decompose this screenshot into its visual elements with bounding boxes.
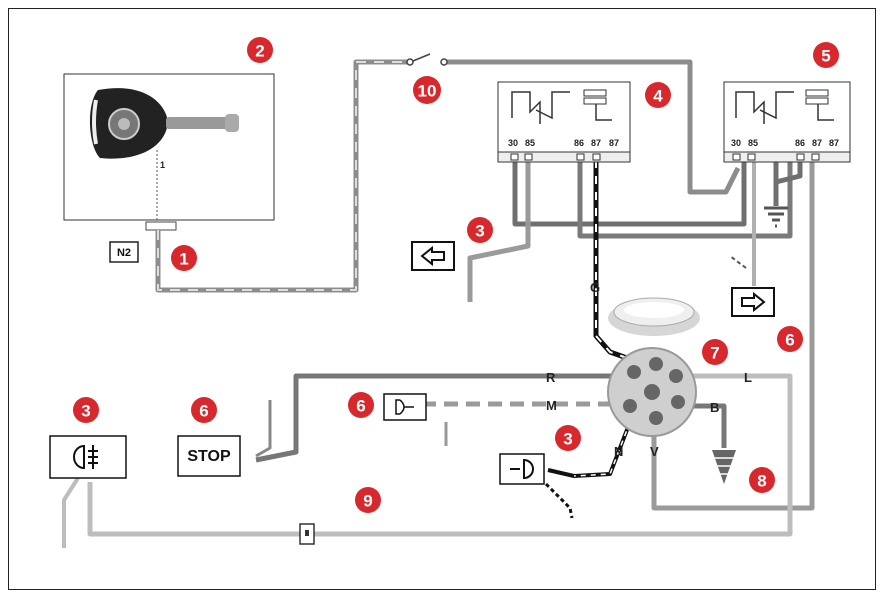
relay-5: 30 85 86 87 87 xyxy=(723,81,851,163)
stop-lamp-box: STOP xyxy=(177,435,241,477)
badge-3: 3 xyxy=(555,425,581,451)
wires xyxy=(62,59,815,548)
left-indicator-icon xyxy=(411,241,455,271)
wire-label-l: L xyxy=(744,370,752,385)
relay5-pin-86: 86 xyxy=(795,138,805,148)
svg-text:8: 8 xyxy=(757,472,766,491)
wire-label-g: G xyxy=(590,280,600,295)
svg-text:6: 6 xyxy=(356,397,365,416)
wire-label-r: R xyxy=(546,370,556,385)
relay4-pin-87b: 87 xyxy=(609,138,619,148)
ground-icon xyxy=(764,206,788,228)
badge-1: 1 xyxy=(171,245,197,271)
reverse-lamp-icon xyxy=(499,453,545,485)
svg-text:3: 3 xyxy=(563,430,572,449)
badge-3: 3 xyxy=(467,217,493,243)
badge-6: 6 xyxy=(348,392,374,418)
fuse-10 xyxy=(406,53,448,66)
ground-icon xyxy=(712,450,736,484)
badge-8: 8 xyxy=(749,467,775,493)
svg-text:4: 4 xyxy=(653,87,663,106)
socket-cap xyxy=(608,297,700,336)
svg-text:7: 7 xyxy=(710,344,719,363)
rear-lamp-icon xyxy=(383,393,427,421)
badge-3: 3 xyxy=(73,397,99,423)
badge-6: 6 xyxy=(191,397,217,423)
badge-10: 10 xyxy=(413,76,441,104)
svg-text:6: 6 xyxy=(199,402,208,421)
svg-text:9: 9 xyxy=(363,492,372,511)
key-icon xyxy=(89,88,239,159)
badge-5: 5 xyxy=(813,42,839,68)
wire-label-m: M xyxy=(546,398,557,413)
key-pin-label: 1 xyxy=(160,160,165,170)
badge-6: 6 xyxy=(777,326,803,352)
wire-label-n: N xyxy=(614,444,623,459)
svg-text:6: 6 xyxy=(785,331,794,350)
svg-text:5: 5 xyxy=(821,47,830,66)
svg-text:2: 2 xyxy=(255,42,264,61)
svg-text:3: 3 xyxy=(475,222,484,241)
relay-4: 30 85 86 87 87 xyxy=(497,81,631,163)
relay4-pin-86: 86 xyxy=(574,138,584,148)
badge-9: 9 xyxy=(355,487,381,513)
relay4-pin-30: 30 xyxy=(508,138,518,148)
fog-lamp-icon xyxy=(49,435,127,479)
n2-box xyxy=(109,241,139,263)
wire-label-v: V xyxy=(650,444,659,459)
relay5-pin-85: 85 xyxy=(748,138,758,148)
trailer-socket xyxy=(607,347,697,437)
stop-label: STOP xyxy=(187,448,231,465)
relay5-pin-87b: 87 xyxy=(829,138,839,148)
diagram-frame xyxy=(8,8,876,590)
svg-text:1: 1 xyxy=(179,250,188,269)
relay4-pin-85: 85 xyxy=(525,138,535,148)
svg-text:3: 3 xyxy=(81,402,90,421)
relay4-pin-87a: 87 xyxy=(591,138,601,148)
relay5-pin-87a: 87 xyxy=(812,138,822,148)
relay5-pin-30: 30 xyxy=(731,138,741,148)
badge-7: 7 xyxy=(702,339,728,365)
badge-2: 2 xyxy=(247,37,273,63)
right-indicator-icon xyxy=(731,287,775,317)
svg-text:10: 10 xyxy=(418,82,437,101)
n2-label: N2 xyxy=(117,247,131,259)
badge-4: 4 xyxy=(645,82,671,108)
wire-label-b: B xyxy=(710,400,719,415)
key-panel: 1 xyxy=(63,73,275,231)
